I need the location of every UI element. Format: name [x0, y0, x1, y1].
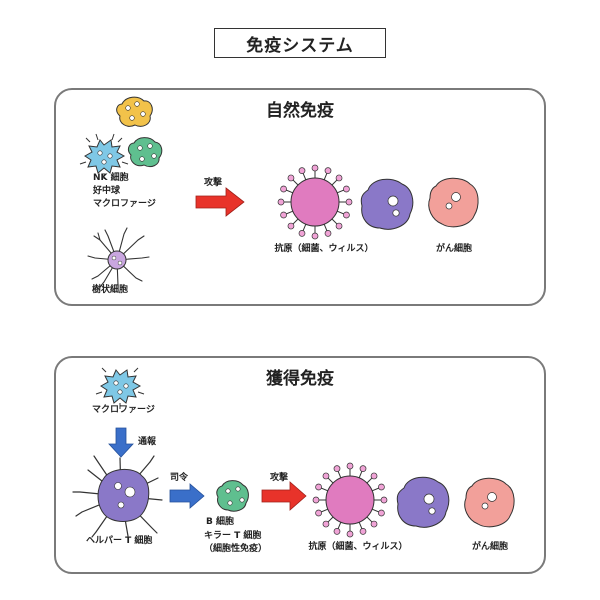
- command-label: 司令: [170, 473, 189, 483]
- report-label: 通報: [138, 437, 157, 447]
- antigen-spike-tip: [380, 496, 388, 504]
- dendritic-cell-icon: [87, 227, 150, 292]
- command-arrow: [169, 483, 205, 509]
- neutrophil-label: 好中球: [93, 186, 121, 196]
- acquired-cancer-cell-icon: [464, 477, 515, 528]
- antigen-spike-tip: [311, 232, 319, 240]
- antigen-spike-tip: [359, 528, 367, 535]
- antigen-spike-tip: [333, 465, 341, 472]
- antigen-spike-tip: [277, 198, 285, 206]
- antigen-body: [290, 177, 340, 227]
- antigen-spike-tip: [346, 530, 354, 538]
- antigen-spike-tip: [322, 520, 330, 528]
- antigen-spike-tip: [280, 185, 287, 193]
- killer-t-cell-label: キラー T 細胞 （細胞性免疫）: [204, 530, 267, 556]
- antigen-spike-tip: [378, 483, 385, 491]
- antigen-spike-tip: [333, 528, 341, 535]
- innate-cancer-cell-icon: [428, 177, 479, 228]
- antigen-spike-tip: [378, 509, 385, 517]
- antigen-spike-tip: [346, 462, 354, 470]
- acquired-cancer-label: がん細胞: [471, 542, 508, 552]
- antigen-spike-tip: [312, 496, 320, 504]
- innate-virus-cell-icon: [360, 178, 414, 230]
- antigen-spike-tip: [298, 167, 306, 174]
- helper-t-cell-label: ヘルパー T 細胞: [86, 536, 153, 546]
- macrophage-label: マクロファージ: [93, 199, 156, 209]
- acquired-attack-arrow: [261, 481, 307, 511]
- antigen-body: [325, 475, 375, 525]
- acquired-antigen-label: 抗原（細菌、ウィルス）: [308, 542, 408, 552]
- helper-t-cell-icon: [72, 455, 163, 538]
- acquired-immunity-panel: 獲得免疫: [54, 356, 546, 574]
- antigen-spike-tip: [335, 174, 343, 182]
- dendritic-cell-label: 樹状細胞: [92, 285, 129, 295]
- nk-cell-icon: [116, 96, 153, 127]
- killer-t-cell-name: キラー T 細胞: [204, 531, 262, 541]
- acquired-attack-label: 攻撃: [270, 473, 289, 483]
- cellular-immunity-note: （細胞性免疫）: [204, 544, 268, 554]
- antigen-spike-tip: [324, 230, 332, 237]
- innate-antigen-label: 抗原（細菌、ウィルス）: [274, 244, 374, 254]
- antigen-spike-tip: [315, 509, 322, 517]
- innate-cells-label: NK 細胞 好中球 マクロファージ: [93, 172, 156, 211]
- page-title: 免疫システム: [214, 28, 386, 58]
- b-cell-label: B 細胞: [206, 517, 234, 527]
- neutrophil-icon: [127, 137, 163, 168]
- acquired-macrophage-icon: [95, 367, 145, 409]
- report-arrow: [108, 427, 134, 458]
- antigen-spike-tip: [335, 222, 343, 230]
- macrophage-icon: [79, 133, 129, 179]
- b-cell-icon: [216, 480, 249, 512]
- nk-cell-label: NK 細胞: [93, 173, 129, 183]
- innate-antigen-icon: [277, 164, 353, 240]
- antigen-spike-tip: [343, 185, 350, 193]
- antigen-spike-tip: [343, 211, 350, 219]
- antigen-spike-tip: [287, 174, 295, 182]
- acquired-panel-title: 獲得免疫: [266, 369, 334, 389]
- antigen-spike-tip: [311, 164, 319, 172]
- acquired-virus-cell-icon: [396, 476, 450, 528]
- antigen-spike-tip: [370, 472, 378, 480]
- acquired-antigen-icon: [312, 462, 388, 538]
- antigen-spike-tip: [287, 222, 295, 230]
- antigen-spike-tip: [345, 198, 353, 206]
- antigen-spike-tip: [280, 211, 287, 219]
- innate-attack-label: 攻撃: [204, 178, 223, 188]
- antigen-spike-tip: [298, 230, 306, 237]
- innate-cancer-label: がん細胞: [435, 244, 472, 254]
- antigen-spike-tip: [324, 167, 332, 174]
- acquired-macrophage-label: マクロファージ: [92, 405, 155, 415]
- antigen-spike-tip: [370, 520, 378, 528]
- antigen-spike-tip: [359, 465, 367, 472]
- antigen-spike-tip: [322, 472, 330, 480]
- innate-attack-arrow: [195, 187, 245, 217]
- antigen-spike-tip: [315, 483, 322, 491]
- innate-panel-title: 自然免疫: [266, 101, 334, 121]
